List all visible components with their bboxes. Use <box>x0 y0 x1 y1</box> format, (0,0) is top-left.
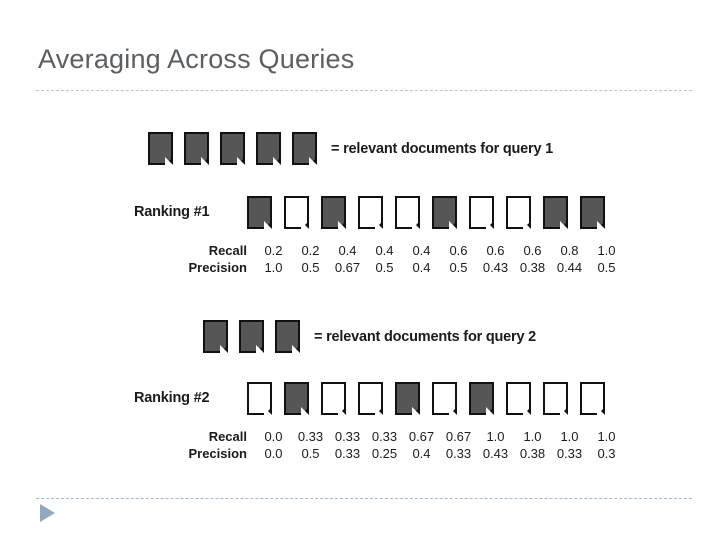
metric-value: 0.67 <box>408 429 435 444</box>
metric-value: 0.8 <box>560 243 579 258</box>
legend-query-2-label: = relevant documents for query 2 <box>314 328 537 345</box>
nonrelevant-document-icon <box>432 382 457 415</box>
metric-value: 0.5 <box>301 260 320 275</box>
metric-value: 0.2 <box>301 243 320 258</box>
metric-value: 0.6 <box>523 243 542 258</box>
nonrelevant-document-icon <box>321 382 346 415</box>
ranking-1-label: Ranking #1 <box>134 204 210 220</box>
metric-value: 0.67 <box>445 429 472 444</box>
relevant-document-icon <box>395 382 420 415</box>
metric-value: 0.4 <box>375 243 394 258</box>
metric-value: 1.0 <box>264 260 283 275</box>
relevant-document-icon <box>321 196 346 229</box>
relevant-document-icon <box>580 196 605 229</box>
metric-value: 0.4 <box>338 243 357 258</box>
metric-value: 0.33 <box>371 429 398 444</box>
nonrelevant-document-icon <box>395 196 420 229</box>
metric-value: 0.5 <box>375 260 394 275</box>
metric-value: 0.43 <box>482 260 509 275</box>
metric-value: 0.3 <box>597 446 616 461</box>
relevant-document-icon <box>469 382 494 415</box>
metric-value: 0.33 <box>334 446 361 461</box>
ranking-2-docs <box>247 382 605 415</box>
relevant-document-icon <box>543 196 568 229</box>
metric-value: 0.0 <box>264 429 283 444</box>
metric-value: 0.6 <box>449 243 468 258</box>
nonrelevant-document-icon <box>469 196 494 229</box>
metric-value: 0.5 <box>597 260 616 275</box>
relevant-document-icon <box>148 132 173 165</box>
nonrelevant-document-icon <box>506 196 531 229</box>
metric-value: 0.43 <box>482 446 509 461</box>
ranking-2-metrics-body: Recall 0.0 0.33 0.33 0.33 0.67 0.67 1.0 1.0 1.0 1.… <box>180 428 625 462</box>
metric-value: 0.33 <box>445 446 472 461</box>
metric-value: 0.33 <box>334 429 361 444</box>
nonrelevant-document-icon <box>358 196 383 229</box>
relevant-document-icon <box>239 320 264 353</box>
metric-value: 0.25 <box>371 446 398 461</box>
metric-value: 0.38 <box>519 446 546 461</box>
relevant-document-icon <box>292 132 317 165</box>
title-divider <box>36 90 692 91</box>
metric-value: 0.4 <box>412 243 431 258</box>
metric-value: 0.2 <box>264 243 283 258</box>
metric-label: Precision <box>188 446 247 461</box>
legend-query-2: = relevant documents for query 2 <box>203 320 536 353</box>
legend-query-1-docs <box>148 132 317 165</box>
metric-value: 0.5 <box>449 260 468 275</box>
metric-value: 1.0 <box>597 243 616 258</box>
metric-value: 0.6 <box>486 243 505 258</box>
page-title: Averaging Across Queries <box>38 44 355 74</box>
metric-value: 0.44 <box>556 260 583 275</box>
ranking-1-docs <box>247 196 605 229</box>
metric-value: 0.33 <box>556 446 583 461</box>
metric-row: Recall 0.2 0.2 0.4 0.4 0.4 0.6 0.6 0.6 0.8 1.0 <box>180 242 625 259</box>
nonrelevant-document-icon <box>506 382 531 415</box>
metric-value: 0.33 <box>297 429 324 444</box>
relevant-document-icon <box>284 382 309 415</box>
nonrelevant-document-icon <box>580 382 605 415</box>
metric-value: 0.0 <box>264 446 283 461</box>
metric-value: 1.0 <box>560 429 579 444</box>
relevant-document-icon <box>184 132 209 165</box>
advance-slide-arrow-icon[interactable] <box>40 504 55 522</box>
metric-row: Precision 1.0 0.5 0.67 0.5 0.4 0.5 0.43 0.38 0.44… <box>180 259 625 276</box>
metric-value: 1.0 <box>523 429 542 444</box>
nonrelevant-document-icon <box>284 196 309 229</box>
metric-value: 0.5 <box>301 446 320 461</box>
metric-value: 0.4 <box>412 260 431 275</box>
metric-label: Recall <box>208 429 247 444</box>
metric-value: 1.0 <box>597 429 616 444</box>
metric-row: Recall 0.0 0.33 0.33 0.33 0.67 0.67 1.0 1.0 1.0 1.… <box>180 428 625 445</box>
nonrelevant-document-icon <box>358 382 383 415</box>
nonrelevant-document-icon <box>543 382 568 415</box>
relevant-document-icon <box>203 320 228 353</box>
metric-value: 0.67 <box>334 260 361 275</box>
ranking-2-label: Ranking #2 <box>134 390 210 406</box>
metric-label: Recall <box>208 243 247 258</box>
ranking-2-metrics: Recall 0.0 0.33 0.33 0.33 0.67 0.67 1.0 1.0 1.0 1.… <box>180 428 625 462</box>
relevant-document-icon <box>256 132 281 165</box>
relevant-document-icon <box>247 196 272 229</box>
metric-value: 1.0 <box>486 429 505 444</box>
relevant-document-icon <box>220 132 245 165</box>
legend-query-1-label: = relevant documents for query 1 <box>331 140 554 157</box>
metric-row: Precision 0.0 0.5 0.33 0.25 0.4 0.33 0.43 0.38 0.… <box>180 445 625 462</box>
legend-query-1: = relevant documents for query 1 <box>148 132 553 165</box>
nonrelevant-document-icon <box>247 382 272 415</box>
footer-divider <box>36 498 692 499</box>
metric-label: Precision <box>188 260 247 275</box>
relevant-document-icon <box>432 196 457 229</box>
metric-value: 0.4 <box>412 446 431 461</box>
metric-value: 0.38 <box>519 260 546 275</box>
legend-query-2-docs <box>203 320 300 353</box>
relevant-document-icon <box>275 320 300 353</box>
